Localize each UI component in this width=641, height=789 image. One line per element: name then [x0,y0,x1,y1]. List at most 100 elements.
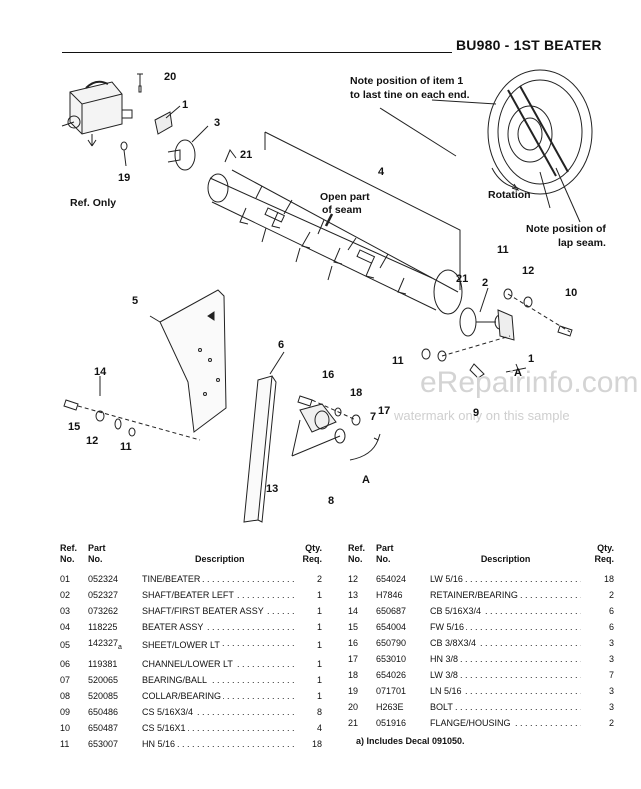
ref-no: 19 [348,686,359,696]
view-label-a: A [514,367,522,379]
qty-req: 3 [608,654,614,664]
part-no: 052324 [88,574,119,584]
lower-sheet-drawing [149,289,227,433]
qty-req: 6 [608,606,614,616]
part-no: 650486 [88,706,119,717]
ref-no: 13 [348,590,359,600]
part-no: 142327a [88,638,122,651]
description: SHAFT/BEATER LEFT [142,587,297,603]
description: CS 5/16X1 [142,720,297,736]
note-lap-line2: lap seam. [558,237,606,249]
ref-no: 06 [60,658,71,669]
ref-no: 14 [348,606,359,616]
page-title: BU980 - 1ST BEATER [456,37,602,53]
qty-req: 2 [608,718,614,728]
description: FW 5/16 [430,619,581,635]
callout-6: 6 [278,339,284,351]
ref-no: 09 [60,706,71,717]
part-no: H263E [376,702,404,712]
description: LW 3/8 [430,667,581,683]
callout-11a: 11 [497,244,509,256]
callout-4: 4 [378,166,385,178]
qty-req: 1 [316,690,322,701]
header-ref: Ref.No. [60,543,78,564]
ref-no: 04 [60,622,71,632]
ref-no: 12 [348,574,359,584]
ref-no: 11 [60,738,70,749]
qty-req: 3 [608,686,614,696]
ref-no: 08 [60,690,71,701]
callout-11c: 11 [120,441,132,453]
qty-req: 1 [316,590,322,600]
header-description: Description [480,554,531,564]
callout-18: 18 [350,387,362,399]
qty-req: 1 [316,658,322,669]
watermark: eRepairinfo.com [420,366,638,399]
description: SHAFT/FIRST BEATER ASSY [142,603,297,619]
qty-req: 4 [316,722,322,733]
callout-20: 20 [164,71,176,83]
ref-no: 16 [348,638,359,648]
callout-1b: 1 [528,353,534,365]
open-seam-label-2: of seam [322,204,362,216]
description: SHEET/LOWER LT [142,635,297,656]
part-no: 071701 [376,686,407,696]
callout-19: 19 [118,172,130,184]
note-lap-line1: Note position of [526,223,606,235]
description: FLANGE/HOUSING [430,715,581,731]
callout-11b: 11 [392,355,404,367]
callout-8: 8 [328,495,334,507]
ref-no: 21 [348,718,359,728]
footnote: a) Includes Decal 091050. [356,736,465,746]
ref-only-label: Ref. Only [70,197,116,209]
qty-req: 1 [316,674,322,685]
qty-req: 3 [608,702,614,712]
description: CHANNEL/LOWER LT [142,656,297,672]
qty-req: 8 [316,706,322,717]
ref-no: 02 [60,590,71,600]
part-no: 650790 [376,638,407,648]
description: RETAINER/BEARING [430,587,581,603]
part-no: 654024 [376,574,407,584]
rotation-label: Rotation [488,189,531,201]
qty-req: 2 [316,574,322,584]
callout-15: 15 [68,421,80,433]
callout-10: 10 [565,287,577,299]
qty-req: 18 [311,738,322,749]
qty-req: 6 [608,622,614,632]
callout-21a: 21 [240,149,252,161]
description: BEARING/BALL [142,672,297,688]
part-no: 520065 [88,674,119,685]
part-no: 653007 [88,738,119,749]
qty-req: 1 [316,606,322,616]
callout-1: 1 [182,99,188,111]
qty-req: 7 [608,670,614,680]
header-qty: Qty.Req. [302,543,322,564]
qty-req: 18 [603,574,614,584]
callout-14: 14 [94,366,107,378]
open-seam-label-1: Open part [320,191,370,203]
part-no: 118225 [88,622,118,632]
description: COLLAR/BEARING [142,688,297,704]
callout-13: 13 [266,483,278,495]
note-item1-line1: Note position of item 1 [350,75,463,87]
